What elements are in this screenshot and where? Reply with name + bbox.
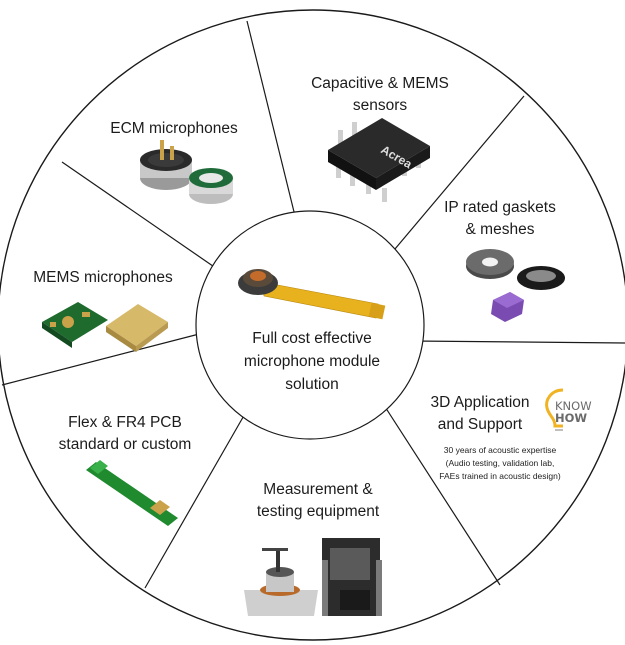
- segment-label-ecm: ECM microphones: [99, 118, 249, 140]
- label-line: Flex & FR4 PCB: [68, 414, 182, 431]
- segment-label-app: 3D Application and Support: [418, 392, 542, 436]
- center-label-line: Full cost effective: [252, 330, 372, 347]
- gasket-image: [466, 249, 565, 322]
- app-support-note: 30 years of acoustic expertise (Audio te…: [425, 444, 575, 483]
- segment-label-mems: MEMS microphones: [18, 267, 188, 289]
- logo-line-know: KNOW: [555, 399, 592, 413]
- label-line: testing equipment: [256, 503, 380, 520]
- label-line: Capacitive & MEMS: [311, 75, 449, 92]
- center-circle: [195, 210, 425, 440]
- segment-dividers: [1, 20, 625, 589]
- sensor-chip-image: Acrea: [328, 118, 430, 202]
- note-line: 30 years of acoustic expertise: [443, 445, 557, 455]
- segment-label-measurement: Measurement & testing equipment: [238, 479, 398, 523]
- label-line: & meshes: [465, 221, 535, 238]
- segment-label-capacitive: Capacitive & MEMS sensors: [300, 73, 460, 117]
- measurement-equipment-image: [240, 538, 382, 616]
- label-line: 3D Application: [430, 394, 530, 411]
- note-line: FAEs trained in acoustic design): [439, 471, 561, 481]
- label-line: IP rated gaskets: [444, 199, 556, 216]
- mems-microphone-image: [42, 302, 168, 352]
- label-line: MEMS microphones: [33, 269, 173, 286]
- center-label-line: solution: [285, 376, 339, 393]
- flex-module-image: [238, 269, 386, 320]
- label-line: standard or custom: [58, 436, 192, 453]
- pcb-image: [86, 460, 178, 526]
- segment-label-ip: IP rated gaskets & meshes: [430, 197, 570, 241]
- note-line: (Audio testing, validation lab,: [445, 458, 555, 468]
- label-line: sensors: [352, 97, 408, 114]
- center-label-line: microphone module: [243, 353, 381, 370]
- label-line: ECM microphones: [110, 120, 238, 137]
- segment-label-pcb: Flex & FR4 PCB standard or custom: [40, 412, 210, 456]
- label-line: and Support: [437, 416, 523, 433]
- center-label: Full cost effective microphone module so…: [222, 327, 402, 396]
- label-line: Measurement &: [263, 481, 373, 498]
- ecm-microphone-image: [140, 140, 233, 204]
- know-how-logo: KNOW HOW: [541, 386, 597, 436]
- lightbulb-icon: [545, 388, 564, 431]
- logo-line-how: HOW: [555, 411, 588, 425]
